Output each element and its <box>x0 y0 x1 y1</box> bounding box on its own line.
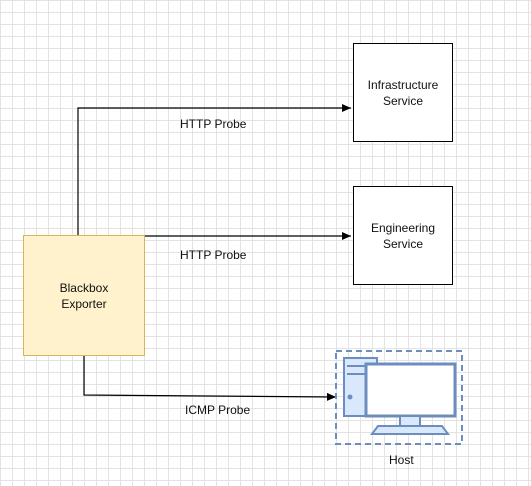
host-label: Host <box>389 453 414 467</box>
infrastructure-service-node[interactable]: Infrastructure Service <box>353 43 453 142</box>
edge-label-http-probe: HTTP Probe <box>180 248 247 262</box>
edge-label-icmp-probe: ICMP Probe <box>185 403 251 417</box>
engineering-service-node[interactable]: Engineering Service <box>353 186 453 285</box>
edge-to-infrastructure <box>77 104 351 235</box>
blackbox-exporter-node[interactable]: Blackbox Exporter <box>23 235 145 356</box>
computer-host-icon <box>335 350 463 445</box>
edge-to-host <box>83 356 337 401</box>
edge-label-http-probe: HTTP Probe <box>180 117 247 131</box>
